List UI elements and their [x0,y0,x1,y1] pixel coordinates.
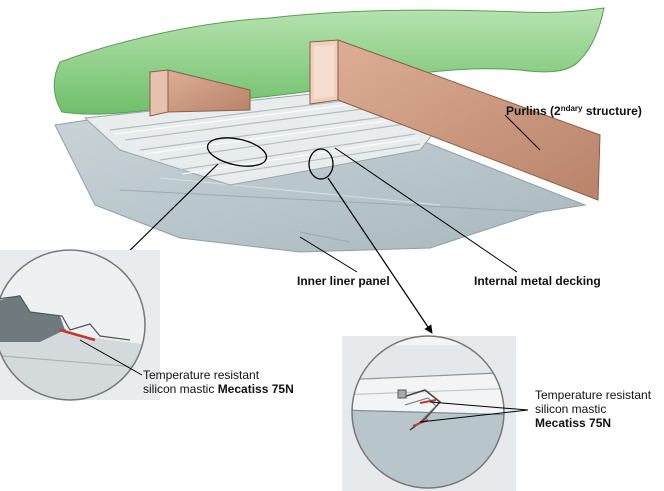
left-detail-circle [0,249,160,401]
right-detail-circle [338,335,516,491]
purlins-label: Purlins (2ndary structure) [506,104,642,118]
arrow-right-detail [327,177,433,334]
left-mastic-leader [79,339,143,376]
decking-leader [334,147,518,273]
purlin-right [309,39,601,201]
liner-leader [299,236,358,273]
detail-marker-left [206,137,268,167]
right-mastic-label: Temperature resistant silicon mastic Mec… [535,388,652,430]
purlins-leader [504,114,541,151]
purlin-left [149,69,251,117]
internal-decking-label: Internal metal decking [474,274,601,288]
right-mastic-leader-lower [419,409,529,423]
detail-marker-right [308,148,334,180]
inner-liner-label: Inner liner panel [297,274,390,288]
left-mastic-label: Temperature resistant silicon mastic Mec… [143,368,294,396]
right-mastic-leader-upper [429,401,529,411]
arrow-left-detail [117,163,219,263]
